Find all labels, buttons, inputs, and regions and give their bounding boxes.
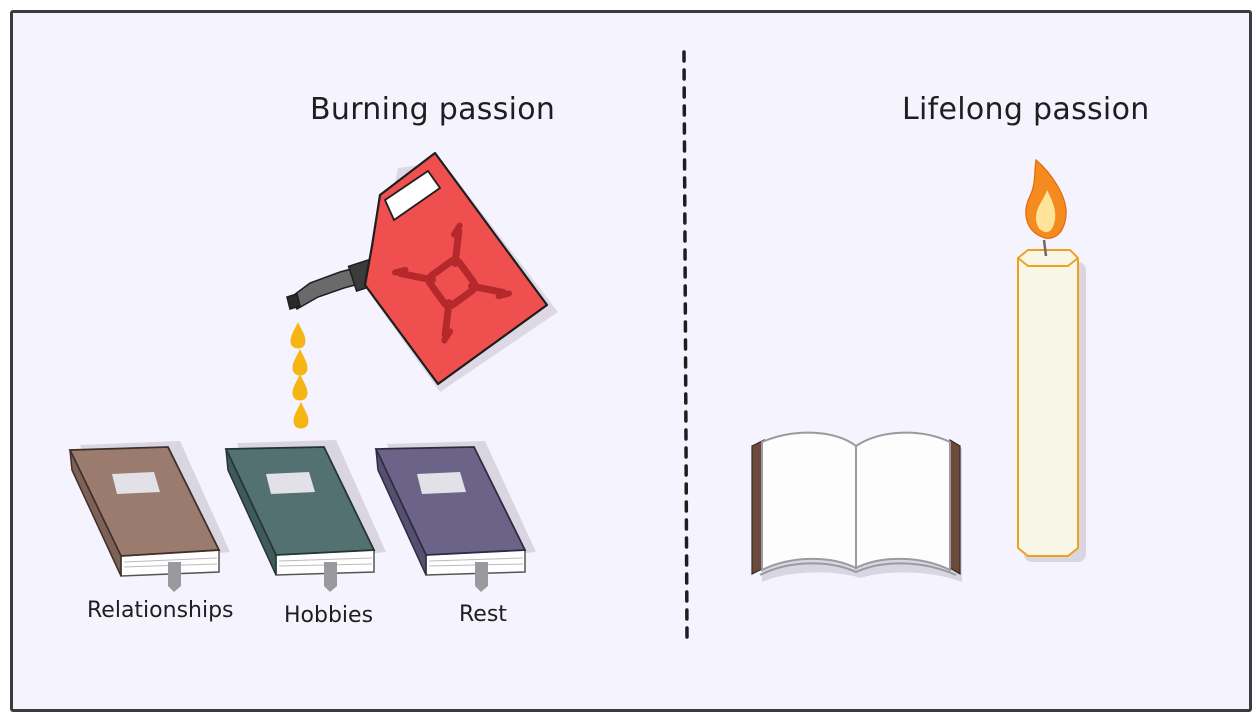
book-label-hobbies: Hobbies	[284, 603, 374, 628]
candle-icon	[1017, 158, 1086, 562]
panel-divider	[682, 50, 689, 640]
burning-passion-title: Burning passion	[310, 92, 556, 127]
book-label-rest: Rest	[459, 602, 507, 627]
fuel-drop-icon	[292, 374, 308, 401]
book-label-relationships: Relationships	[87, 598, 234, 623]
fuel-can-icon	[286, 151, 558, 392]
book-icon-relationships	[68, 441, 230, 592]
lifelong-passion-title: Lifelong passion	[902, 92, 1150, 127]
book-icon-rest	[374, 441, 536, 592]
open-book-icon	[751, 431, 962, 582]
fuel-drops	[290, 322, 309, 429]
fuel-drop-icon	[290, 322, 306, 349]
book-icon-hobbies	[224, 440, 386, 592]
fuel-drop-icon	[293, 402, 309, 429]
fuel-drop-icon	[292, 349, 308, 376]
